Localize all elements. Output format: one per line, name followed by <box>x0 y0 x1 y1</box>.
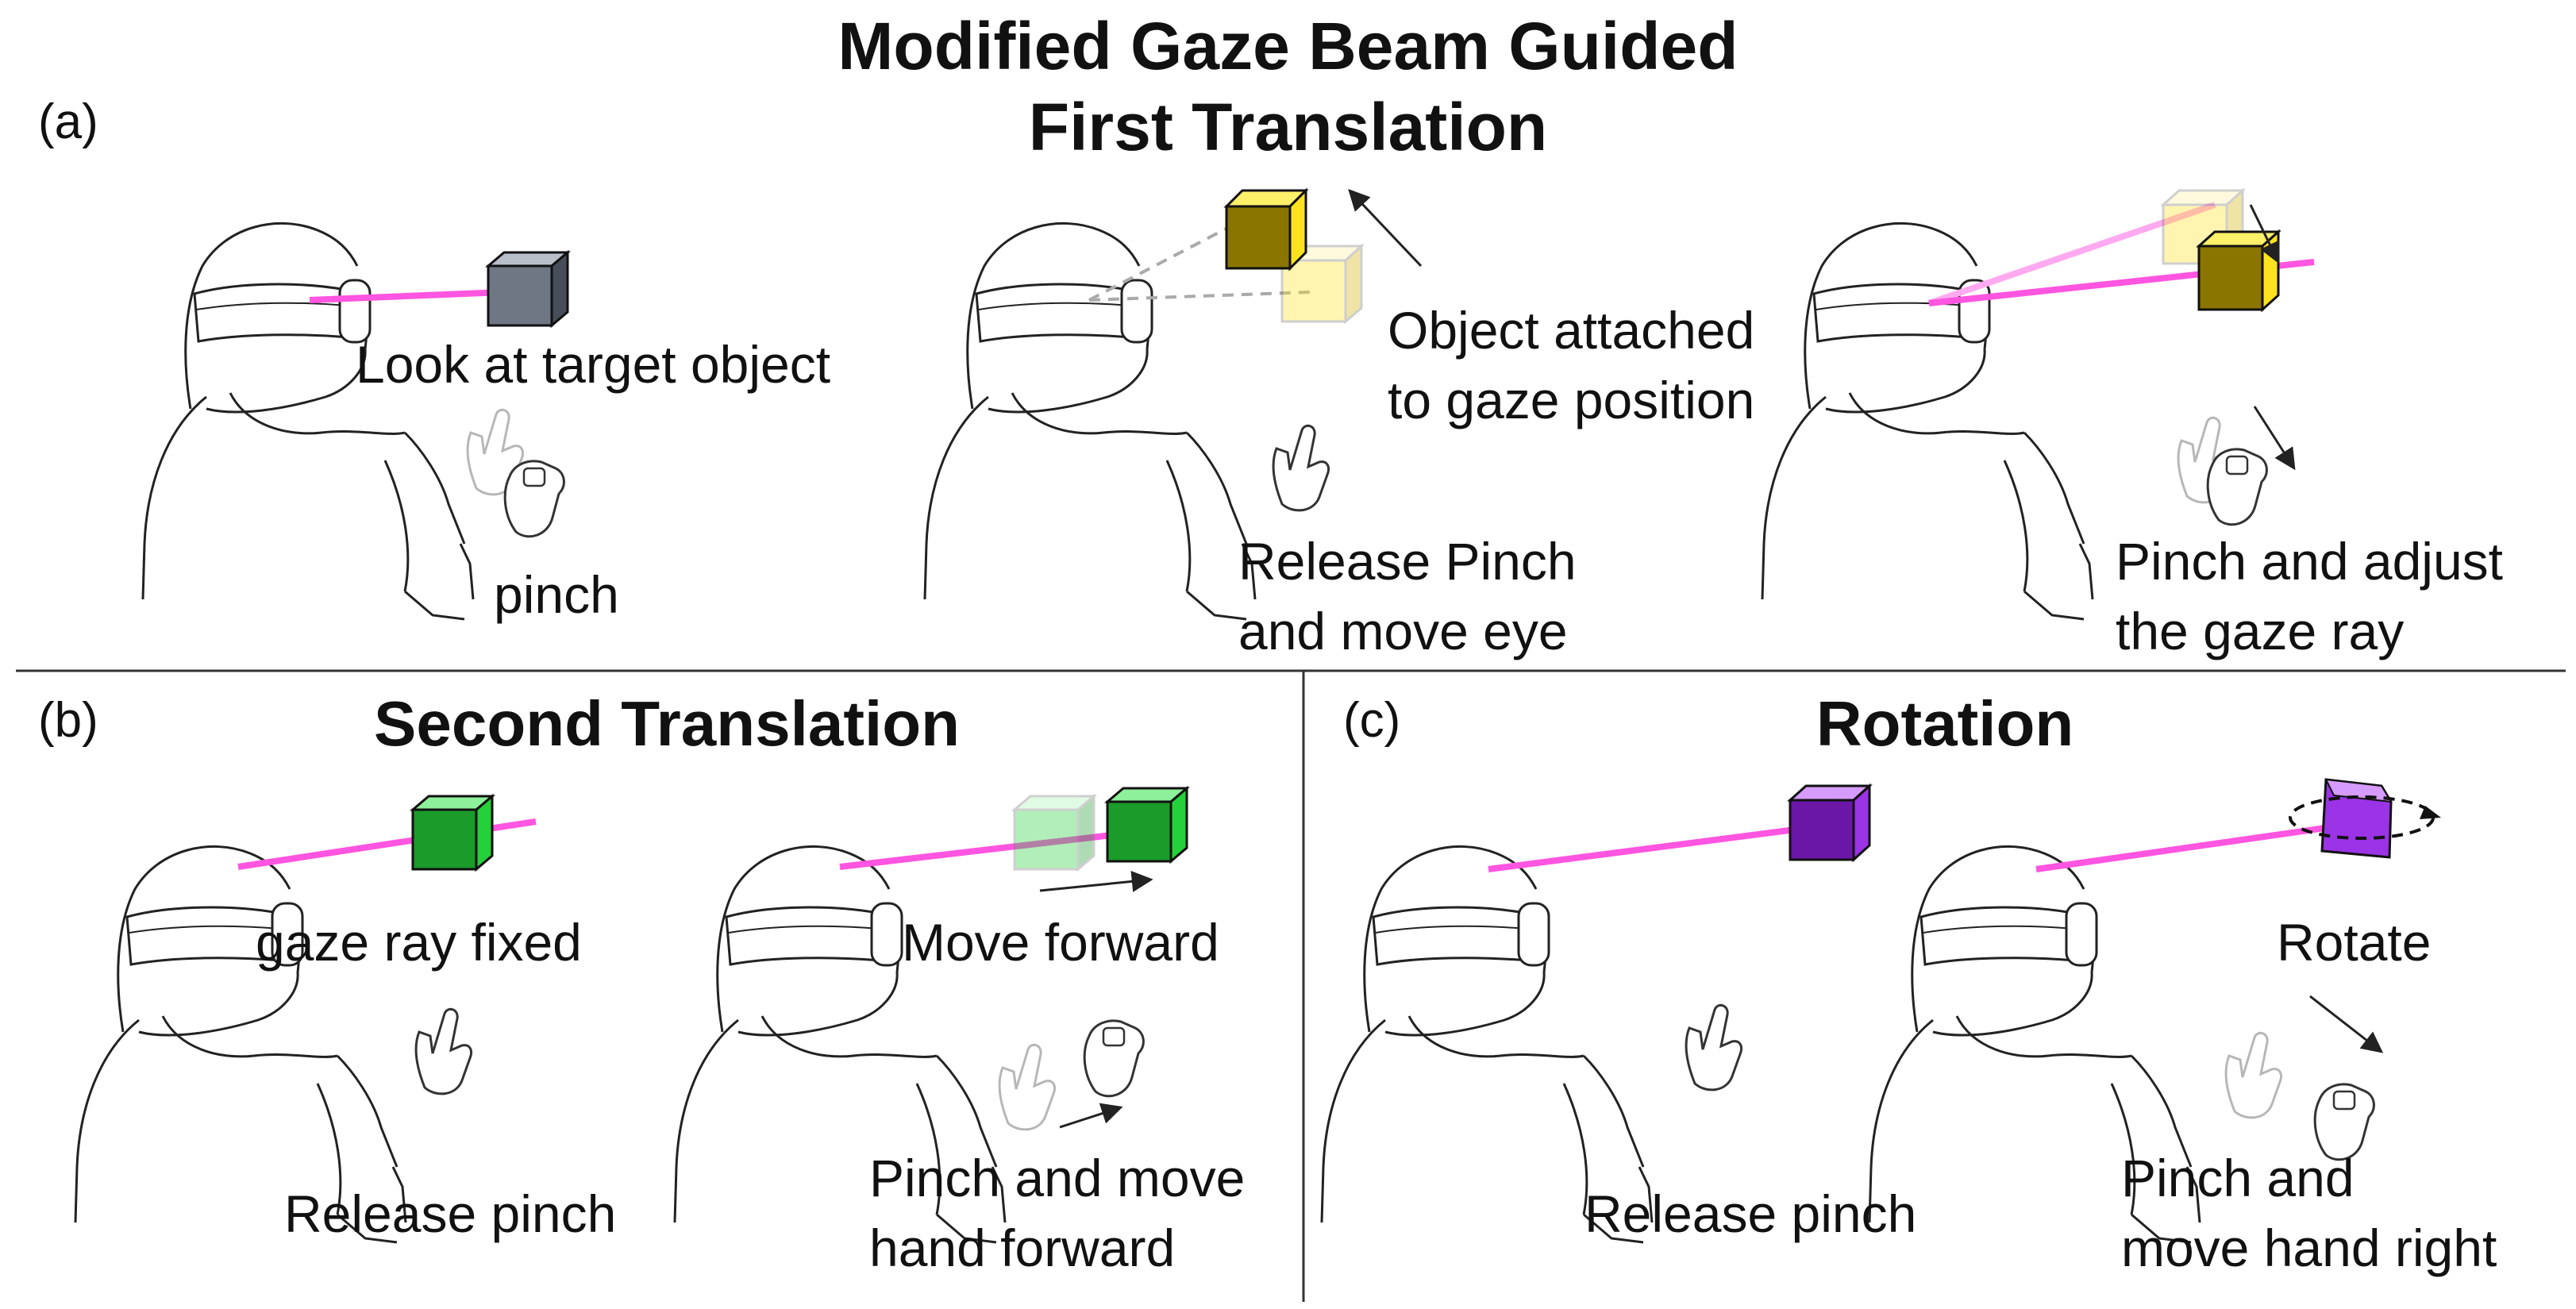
caption-object-attached: Object attached to gaze position <box>1388 295 1754 435</box>
cube-yellow-a2 <box>1223 187 1309 271</box>
gaze-beam-b2 <box>839 829 1140 870</box>
panel-a-title: First Translation <box>1028 90 1548 164</box>
cube-yellow-a3 <box>2196 229 2281 313</box>
hand-open-faded-b2 <box>998 1043 1057 1131</box>
cube-green-b1 <box>409 793 496 872</box>
caption-move-forward: Move forward <box>902 913 1219 972</box>
cube-purple-rotated-c2 <box>2320 778 2393 859</box>
arrow-down-right-a3 <box>2253 406 2296 471</box>
panel-label-a: (a) <box>38 94 98 149</box>
hand-open-b1 <box>414 1007 473 1095</box>
hand-open-faded-c2 <box>2224 1031 2283 1119</box>
arrow-right-c2 <box>2309 995 2384 1053</box>
cube-gray-a1 <box>484 249 572 329</box>
caption-pinch-adjust-gaze: Pinch and adjust the gaze ray <box>2116 526 2503 666</box>
caption-look-at-target: Look at target object <box>356 335 831 394</box>
rotation-arrowhead-c2 <box>2420 806 2441 819</box>
caption-object-attached-line1: Object attached <box>1388 301 1755 360</box>
gaze-beam-previous-a3 <box>1927 202 2216 306</box>
caption-pinch-move-hand-right: Pinch and move hand right <box>2121 1143 2497 1283</box>
caption-rotate: Rotate <box>2277 913 2432 972</box>
person-headset-a3 <box>1761 221 2094 621</box>
caption-pinch-right-line2: move hand right <box>2121 1219 2497 1277</box>
caption-release-pinch-move-eye: Release Pinch and move eye <box>1238 526 1577 666</box>
panel-c-title: Rotation <box>1816 688 2074 759</box>
cube-purple-c1 <box>1787 783 1873 863</box>
caption-pinch-adjust-line2: the gaze ray <box>2116 602 2405 660</box>
caption-object-attached-line2: to gaze position <box>1388 371 1755 429</box>
arrow-forward-b2-object <box>1039 870 1153 892</box>
gaze-beam-a1 <box>309 289 505 303</box>
caption-pinch-move-line2: hand forward <box>869 1219 1176 1277</box>
gaze-beam-c1 <box>1488 822 1827 872</box>
caption-pinch-move-hand-forward: Pinch and move hand forward <box>869 1143 1245 1283</box>
panel-label-c: (c) <box>1343 693 1401 748</box>
figure-title: Modified Gaze Beam Guided <box>837 9 1739 83</box>
cube-green-faded-b2 <box>1011 793 1098 872</box>
cube-yellow-faded-a2 <box>1279 243 1365 325</box>
caption-pinch-right-line1: Pinch and <box>2121 1149 2355 1207</box>
arrow-adjust-a3 <box>2249 204 2280 264</box>
arrow-forward-b2-hand <box>1059 1103 1123 1129</box>
panel-b-title: Second Translation <box>374 688 960 759</box>
caption-pinch: pinch <box>494 565 619 624</box>
hand-pinch-b2 <box>1083 1019 1145 1098</box>
caption-release-pinch-c: Release pinch <box>1584 1184 1917 1243</box>
caption-release-pinch-line1: Release Pinch <box>1238 532 1577 591</box>
cube-green-b2 <box>1103 785 1191 864</box>
gaze-line-dashed-1 <box>1088 221 1239 302</box>
arrow-up-left-a2 <box>1348 189 1423 268</box>
caption-release-pinch-line2: and move eye <box>1238 602 1568 660</box>
gaze-beam-c2 <box>2035 822 2343 872</box>
hand-open-c1 <box>1685 1003 1743 1091</box>
hand-pinch-a3 <box>2206 448 2268 526</box>
person-headset-a2 <box>923 221 1257 621</box>
hand-pinch-a1 <box>503 460 565 538</box>
caption-gaze-ray-fixed: gaze ray fixed <box>256 913 582 972</box>
caption-pinch-move-line1: Pinch and move <box>869 1149 1246 1207</box>
panel-label-b: (b) <box>38 693 98 748</box>
person-headset-a1 <box>141 221 475 621</box>
hand-open-a2 <box>1272 424 1330 512</box>
caption-release-pinch-b: Release pinch <box>284 1184 617 1243</box>
caption-pinch-adjust-line1: Pinch and adjust <box>2116 532 2504 591</box>
